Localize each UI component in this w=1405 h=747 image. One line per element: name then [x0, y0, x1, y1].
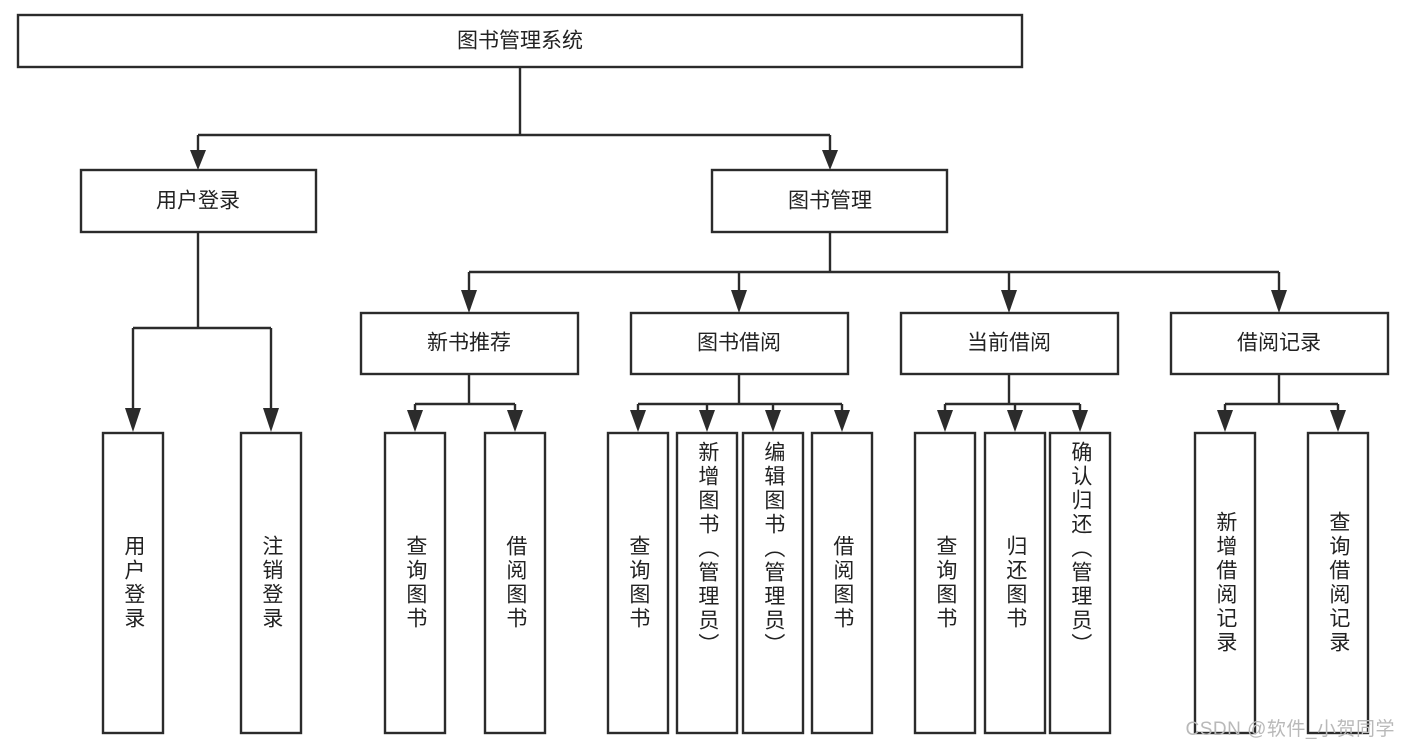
- node-borrow-record-label: 借阅记录: [1237, 332, 1321, 355]
- node-leaf-query-book-3-box[interactable]: [913, 431, 977, 735]
- node-new-book-recommend[interactable]: 新书推荐: [359, 311, 580, 376]
- node-borrow-record-box[interactable]: [1169, 311, 1390, 376]
- arrow-to-leaf-query-book-3-icon: [937, 410, 953, 432]
- arrow-to-leaf-query-book-2-icon: [630, 410, 646, 432]
- node-current-borrow-label: 当前借阅: [967, 332, 1051, 355]
- arrow-to-leaf-query-borrow-record-icon: [1330, 410, 1346, 432]
- connector-layer: [125, 67, 1346, 432]
- node-book-borrow-label: 图书借阅: [697, 332, 781, 355]
- node-current-borrow-box[interactable]: [899, 311, 1120, 376]
- node-book-borrow[interactable]: 图书借阅: [629, 311, 850, 376]
- arrow-to-book-borrow-icon: [731, 290, 747, 313]
- node-leaf-user-login-box[interactable]: [101, 431, 165, 735]
- arrow-to-leaf-logout-login-icon: [263, 408, 279, 432]
- arrow-to-borrow-record-icon: [1271, 290, 1287, 313]
- arrow-to-leaf-query-book-1-icon: [407, 410, 423, 432]
- node-root-box[interactable]: [16, 13, 1024, 69]
- arrow-to-leaf-borrow-book-2-icon: [834, 410, 850, 432]
- node-leaf-add-book-admin-box[interactable]: [675, 431, 739, 735]
- node-user-login-label: 用户登录: [156, 190, 240, 213]
- node-leaf-confirm-return-admin-box[interactable]: [1048, 431, 1112, 735]
- arrow-to-book-manage-icon: [822, 150, 838, 170]
- node-leaf-add-borrow-record-box[interactable]: [1193, 431, 1257, 735]
- node-leaf-logout-login-box[interactable]: [239, 431, 303, 735]
- node-leaf-borrow-book-2-box[interactable]: [810, 431, 874, 735]
- arrow-to-leaf-user-login-icon: [125, 408, 141, 432]
- csdn-watermark: CSDN @软件_小贺同学: [1185, 719, 1395, 740]
- node-borrow-record[interactable]: 借阅记录: [1169, 311, 1390, 376]
- node-current-borrow[interactable]: 当前借阅: [899, 311, 1120, 376]
- node-leaf-borrow-book-1-box[interactable]: [483, 431, 547, 735]
- node-book-borrow-box[interactable]: [629, 311, 850, 376]
- arrow-to-leaf-edit-book-admin-icon: [765, 410, 781, 432]
- node-book-manage[interactable]: 图书管理: [710, 168, 949, 234]
- arrow-to-new-book-recommend-icon: [461, 290, 477, 313]
- node-root-label: 图书管理系统: [457, 30, 583, 53]
- arrow-to-user-login-icon: [190, 150, 206, 170]
- arrow-to-leaf-add-book-admin-icon: [699, 410, 715, 432]
- node-leaf-query-borrow-record-box[interactable]: [1306, 431, 1370, 735]
- node-layer: 图书管理系统 用户登录 图书管理 新书推荐 图书借阅: [16, 13, 1390, 735]
- node-user-login-box[interactable]: [79, 168, 318, 234]
- arrow-to-leaf-add-borrow-record-icon: [1217, 410, 1233, 432]
- node-new-book-recommend-box[interactable]: [359, 311, 580, 376]
- node-new-book-recommend-label: 新书推荐: [427, 332, 511, 355]
- arrow-to-leaf-borrow-book-1-icon: [507, 410, 523, 432]
- node-user-login[interactable]: 用户登录: [79, 168, 318, 234]
- arrow-to-leaf-return-book-icon: [1007, 410, 1023, 432]
- node-leaf-query-book-2-box[interactable]: [606, 431, 670, 735]
- node-book-manage-box[interactable]: [710, 168, 949, 234]
- arrow-to-leaf-confirm-return-admin-icon: [1072, 410, 1088, 432]
- arrow-to-current-borrow-icon: [1001, 290, 1017, 313]
- node-leaf-return-book-box[interactable]: [983, 431, 1047, 735]
- node-leaf-edit-book-admin-box[interactable]: [741, 431, 805, 735]
- node-leaf-query-book-1-box[interactable]: [383, 431, 447, 735]
- node-book-manage-label: 图书管理: [788, 190, 872, 213]
- node-root[interactable]: 图书管理系统: [16, 13, 1024, 69]
